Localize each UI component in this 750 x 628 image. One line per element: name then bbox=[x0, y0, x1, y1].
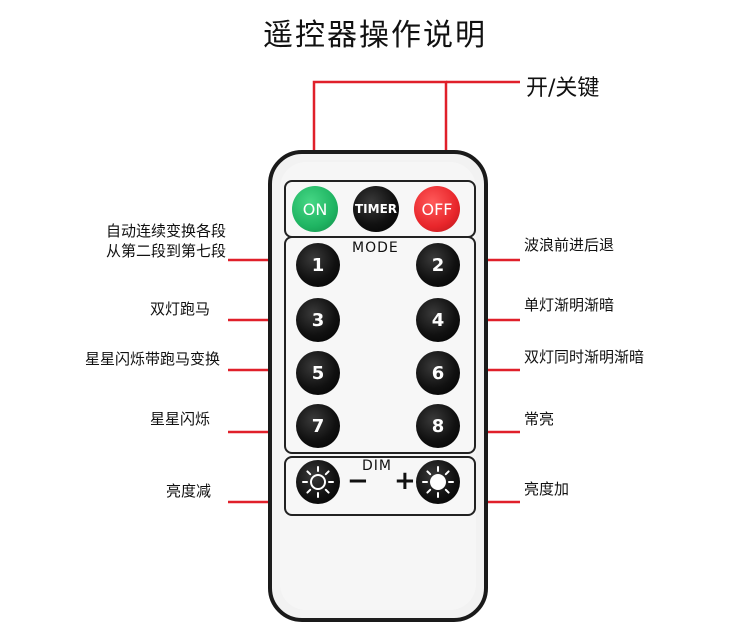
mode-button-5[interactable]: 5 bbox=[296, 351, 340, 395]
dim-minus-sign: − bbox=[347, 466, 369, 496]
callout-dim-minus: 亮度减 bbox=[166, 482, 212, 500]
mode-button-8[interactable]: 8 bbox=[416, 404, 460, 448]
callout-b2: 波浪前进后退 bbox=[524, 236, 615, 254]
mode-button-2[interactable]: 2 bbox=[416, 243, 460, 287]
dim-label: DIM bbox=[362, 458, 392, 474]
callout-b6: 双灯同时渐明渐暗 bbox=[524, 348, 645, 366]
dim-minus-button[interactable] bbox=[296, 460, 340, 504]
mode-button-6[interactable]: 6 bbox=[416, 351, 460, 395]
callout-b7: 星星闪烁 bbox=[150, 410, 211, 428]
power-key-label: 开/关键 bbox=[526, 76, 600, 101]
callout-b4: 单灯渐明渐暗 bbox=[524, 296, 615, 314]
power-leader-line bbox=[312, 80, 448, 188]
mode-button-4[interactable]: 4 bbox=[416, 298, 460, 342]
sun-outline-icon bbox=[302, 466, 334, 498]
on-button[interactable]: ON bbox=[292, 186, 338, 232]
callout-b1-line1: 自动连续变换各段 bbox=[106, 222, 227, 240]
mode-button-3[interactable]: 3 bbox=[296, 298, 340, 342]
dim-plus-sign: + bbox=[394, 466, 416, 496]
callout-dim-plus: 亮度加 bbox=[524, 480, 570, 498]
callout-b8: 常亮 bbox=[524, 410, 555, 428]
dim-plus-button[interactable] bbox=[416, 460, 460, 504]
mode-button-1[interactable]: 1 bbox=[296, 243, 340, 287]
mode-button-7[interactable]: 7 bbox=[296, 404, 340, 448]
off-button[interactable]: OFF bbox=[414, 186, 460, 232]
page-title: 遥控器操作说明 bbox=[263, 18, 487, 53]
timer-button[interactable]: TIMER bbox=[353, 186, 399, 232]
callout-b1-line2: 从第二段到第七段 bbox=[106, 242, 227, 260]
mode-label: MODE bbox=[352, 240, 399, 256]
callout-b5: 星星闪烁带跑马变换 bbox=[85, 350, 221, 368]
sun-filled-icon bbox=[422, 466, 454, 498]
callout-b3: 双灯跑马 bbox=[150, 300, 211, 318]
